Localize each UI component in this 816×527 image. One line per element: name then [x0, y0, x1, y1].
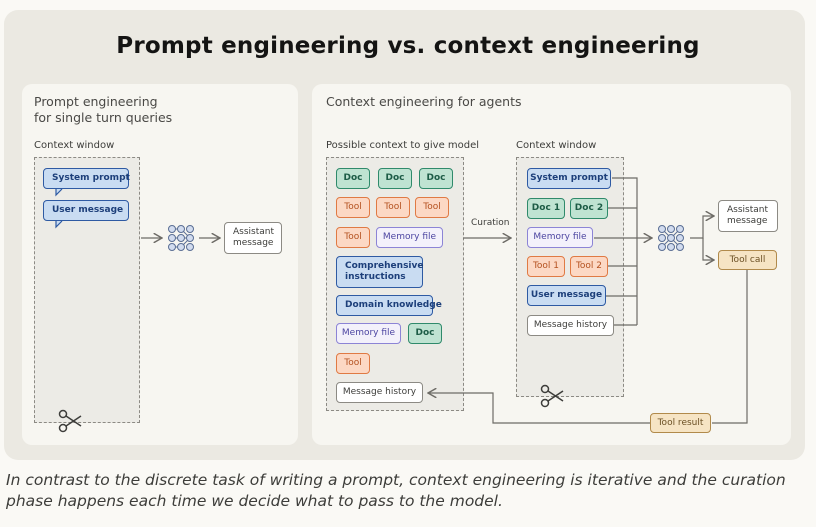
context-window-label: Context window: [34, 140, 115, 151]
message-history-chip: Message history: [527, 315, 614, 336]
scissors-icon: [540, 384, 564, 408]
system-prompt-chip: System prompt: [43, 168, 130, 189]
assistant-message-box: Assistant message: [224, 222, 282, 254]
doc-chip: Doc: [336, 168, 370, 189]
domain-knowledge-chip: Domain knowledge: [336, 295, 442, 316]
memory-file-chip: Memory file: [336, 323, 401, 344]
tool-call-box: Tool call: [718, 250, 777, 270]
agent-context-window-box: [516, 157, 624, 397]
tool-chip: Tool: [336, 353, 370, 374]
user-message-chip: User message: [43, 200, 129, 221]
context-window-label-right: Context window: [516, 140, 597, 151]
doc-chip: Doc: [408, 323, 442, 344]
possible-context-label: Possible context to give model: [326, 140, 480, 151]
memory-file-chip: Memory file: [376, 227, 443, 248]
neural-network-icon: [168, 225, 194, 251]
doc-chip: Doc: [378, 168, 412, 189]
neural-network-icon: [658, 225, 684, 251]
tool-chip: Tool: [336, 227, 370, 248]
tool-chip: Tool: [415, 197, 449, 218]
memory-file-chip: Memory file: [527, 227, 593, 248]
scissors-icon: [58, 409, 82, 433]
tool-result-box: Tool result: [650, 413, 711, 433]
prompt-engineering-title: Prompt engineering for single turn queri…: [34, 94, 173, 125]
context-engineering-title: Context engineering for agents: [326, 94, 522, 109]
curation-label: Curation: [471, 218, 510, 228]
tool2-chip: Tool 2: [570, 256, 608, 277]
user-message-chip: User message: [527, 285, 606, 306]
assistant-message-box: Assistant message: [718, 200, 778, 232]
caption: In contrast to the discrete task of writ…: [6, 471, 786, 510]
doc-chip: Doc: [419, 168, 453, 189]
system-prompt-chip: System prompt: [527, 168, 611, 189]
diagram-title: Prompt engineering vs. context engineeri…: [116, 33, 700, 59]
tool-chip: Tool: [376, 197, 410, 218]
tool1-chip: Tool 1: [527, 256, 565, 277]
doc1-chip: Doc 1: [527, 198, 565, 219]
message-history-chip: Message history: [336, 382, 423, 403]
comprehensive-instructions-chip: Comprehensive instructions: [336, 256, 423, 288]
doc2-chip: Doc 2: [570, 198, 608, 219]
tool-chip: Tool: [336, 197, 370, 218]
